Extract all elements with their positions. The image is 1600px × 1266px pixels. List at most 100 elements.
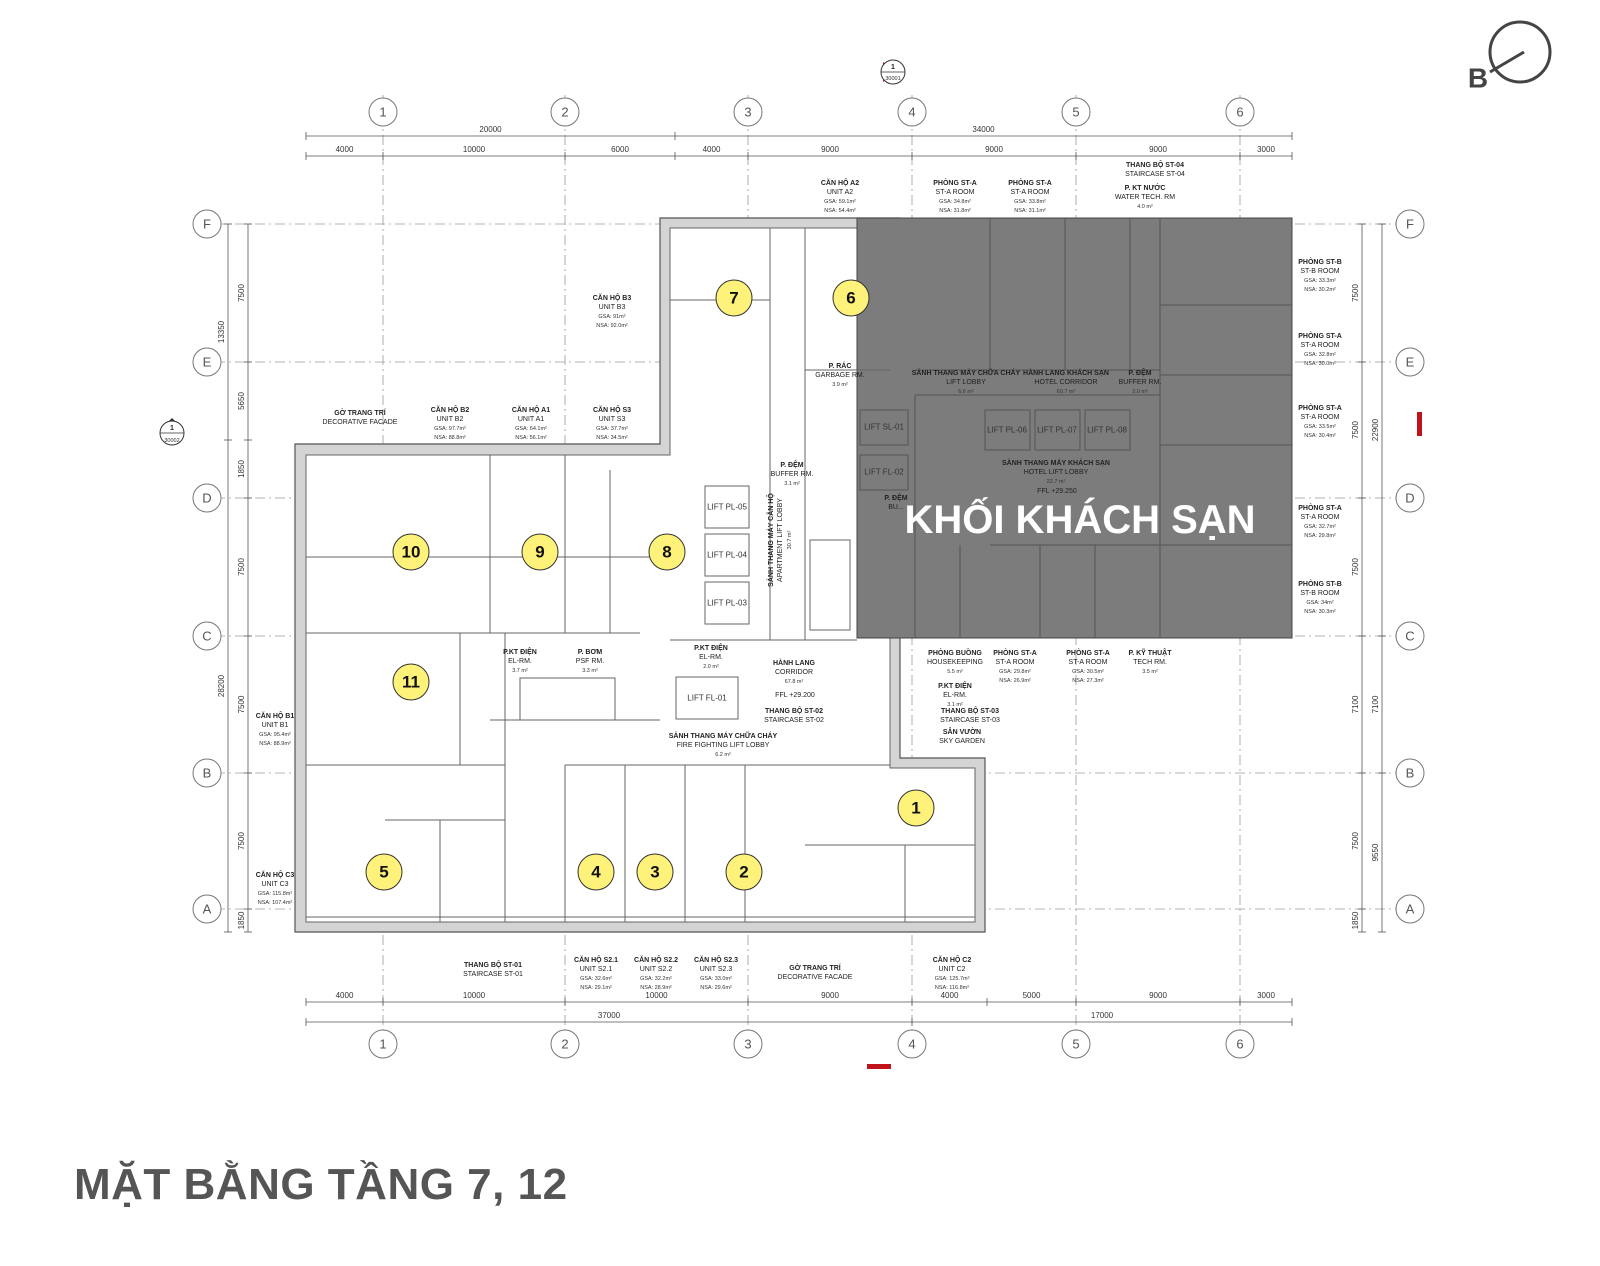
unit-badge: 5 — [365, 853, 403, 891]
lift-label: LIFT PL-03 — [707, 599, 747, 608]
svg-text:1: 1 — [891, 64, 895, 71]
grid-bubble-row — [192, 894, 222, 924]
room-label-line: GSA: 29.8m² — [999, 669, 1031, 675]
room-label-line: LIFT LOBBY — [946, 379, 986, 386]
room-label-line: EL-RM. — [508, 658, 532, 665]
unit-badge-number: 11 — [402, 673, 420, 692]
dimension-value: 10000 — [463, 145, 486, 154]
room-label-line: STAIRCASE ST-01 — [463, 971, 523, 978]
room-label-line: GSA: 32.7m² — [1304, 524, 1336, 530]
grid-bubble-label: 6 — [1236, 105, 1243, 120]
grid-bubble-row — [192, 758, 222, 788]
room-label-line: 2.0 m² — [703, 664, 719, 670]
grid-bubble-col — [1225, 97, 1255, 127]
room-label-line: UNIT C3 — [261, 881, 288, 888]
room-label-line: ST-A ROOM — [1301, 514, 1340, 521]
dimension-value: 4000 — [941, 991, 959, 1000]
grid-bubble-label: D — [1405, 491, 1414, 506]
lift-label: LIFT PL-06 — [987, 426, 1027, 435]
room-label-line: GSA: 32.2m² — [640, 976, 672, 982]
room-label-line: PHÒNG ST-B — [1298, 257, 1342, 266]
room-label-p-dem-3: P. ĐỆMBU... — [884, 493, 907, 511]
unit-badge-circle — [392, 663, 430, 701]
unit-badge: 6 — [832, 279, 870, 317]
room-label-line: EL-RM. — [699, 654, 723, 661]
dimension-value: 9000 — [985, 145, 1003, 154]
room-label-line: NSA: 88.8m² — [434, 435, 466, 441]
unit-badge: 2 — [725, 853, 763, 891]
room-label-line: ST-B ROOM — [1300, 268, 1339, 275]
ffl-label: FFL +29.250 — [1037, 488, 1077, 495]
dimension-value: 9550 — [1371, 843, 1380, 861]
room-label-line: ST-B ROOM — [1300, 590, 1339, 597]
grid-bubble-col — [733, 1029, 763, 1059]
unit-badge-circle — [832, 279, 870, 317]
room-label-line: DECORATIVE FACADE — [323, 419, 398, 426]
room-label-line: CORRIDOR — [775, 669, 813, 676]
grid-bubble-label: 3 — [744, 1037, 751, 1052]
unit-badge-number: 1 — [911, 799, 920, 818]
room-label-line: SẢNH THANG MÁY CHỮA CHÁY — [669, 731, 778, 740]
room-label-line: HÀNH LANG KHÁCH SẠN — [1023, 368, 1109, 377]
grid-bubble-label: 4 — [908, 105, 915, 120]
room-label-line: NSA: 30.4m² — [1304, 433, 1336, 439]
ffl-label: FFL +29.200 — [775, 692, 815, 699]
unit-badge-number: 7 — [729, 289, 738, 308]
room-label-line: SẢNH THANG MÁY KHÁCH SẠN — [1002, 458, 1110, 467]
north-logo: B — [1468, 20, 1552, 94]
section-mark-right — [1417, 412, 1422, 436]
room-label-line: GARBAGE RM. — [815, 372, 864, 379]
room-label-line: GSA: 125.7m² — [935, 976, 970, 982]
dimension-value: 37000 — [598, 1011, 621, 1020]
grid-bubble-label: A — [1406, 902, 1415, 917]
dimension-value: 9000 — [1149, 991, 1167, 1000]
room-label-line: PHÒNG ST-A — [993, 648, 1037, 657]
dimension-value: 7100 — [1351, 695, 1360, 713]
section-mark-bottom — [867, 1064, 891, 1069]
dimension-value: 1850 — [1351, 911, 1360, 929]
grid-bubble-col — [1225, 1029, 1255, 1059]
room-label-line: UNIT S2.1 — [580, 966, 613, 973]
room-label-line: UNIT S3 — [599, 416, 626, 423]
room-label-line: 67.8 m² — [785, 679, 804, 685]
room-label-line: P. ĐỆM — [884, 493, 907, 502]
room-label-line: GSA: 97.7m² — [434, 426, 466, 432]
room-label-line: NSA: 31.8m² — [939, 208, 971, 214]
room-label-line: GSA: 34m² — [1306, 600, 1333, 606]
dimension-value: 10000 — [645, 991, 668, 1000]
room-label-line: 3.9 m² — [832, 382, 848, 388]
unit-badge-circle — [648, 533, 686, 571]
dimension-value: 3000 — [1257, 145, 1275, 154]
room-label-line: CĂN HỘ S2.3 — [694, 955, 738, 964]
room-label-line: P. ĐỆM — [780, 460, 803, 469]
room-label-line: NSA: 28.9m² — [640, 985, 672, 991]
grid-bubble-label: C — [1405, 629, 1414, 644]
room-label-line: UNIT B3 — [599, 304, 626, 311]
grid-bubble-label: 1 — [379, 105, 386, 120]
unit-badge-number: 5 — [379, 863, 388, 882]
dimension-value: 13350 — [217, 320, 226, 343]
dimension-value: 1850 — [237, 911, 246, 929]
room-label-line: GSA: 59.1m² — [824, 199, 856, 205]
room-label-line: 3.3 m² — [582, 668, 598, 674]
room-label-line: NSA: 54.4m² — [824, 208, 856, 214]
room-label-line: PSF RM. — [576, 658, 604, 665]
grid-bubble-row — [192, 347, 222, 377]
grid-bubble-label: 2 — [561, 1037, 568, 1052]
